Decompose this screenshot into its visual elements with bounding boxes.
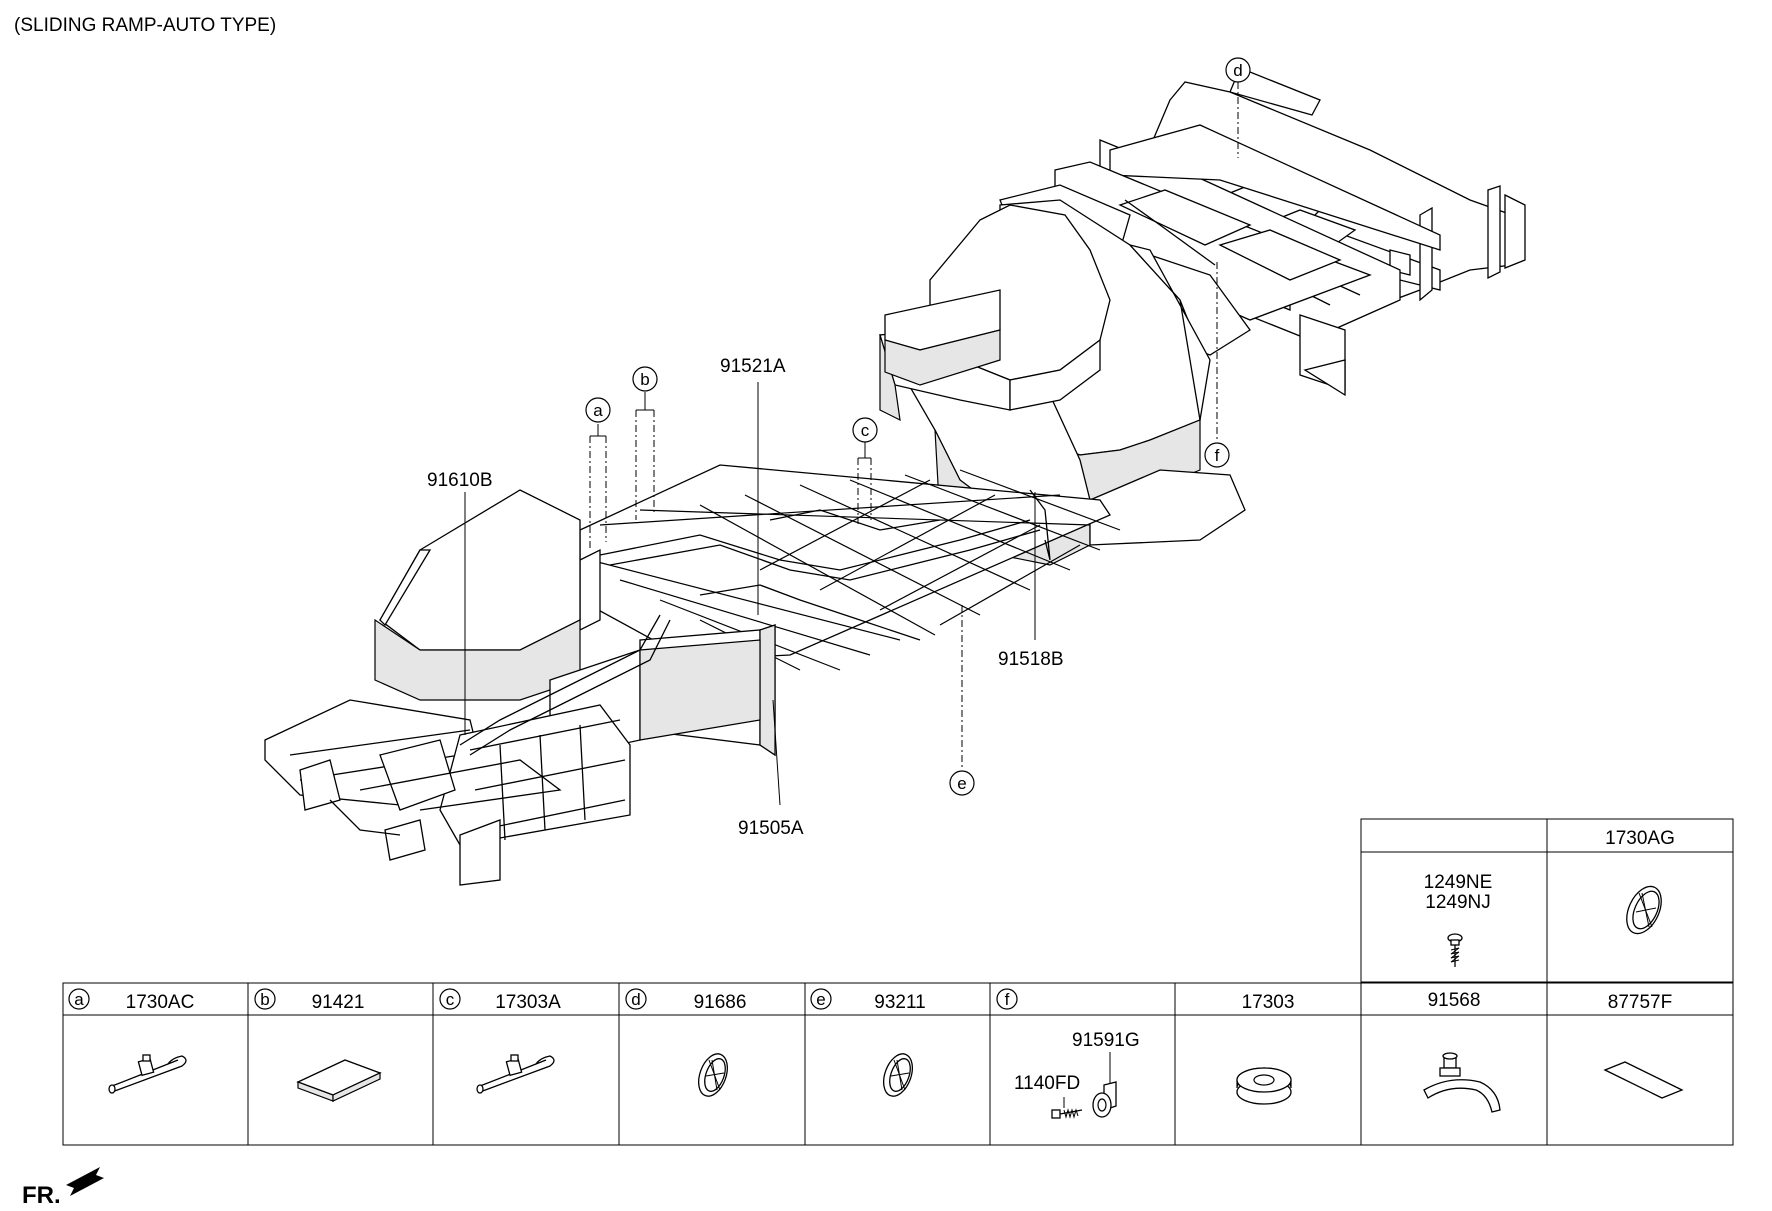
svg-text:91686: 91686	[694, 992, 747, 1013]
marker-c: c	[852, 417, 878, 443]
parts-table-header-b: b 91421	[254, 988, 365, 1013]
front-indicator: FR.	[22, 1167, 104, 1209]
vehicle-floor-illustration	[264, 67, 1526, 886]
part-1249NE: 1249NE	[1424, 872, 1493, 893]
parts-table-header-91568: 91568	[1428, 990, 1481, 1011]
svg-text:c: c	[861, 421, 870, 440]
part-91591G: 91591G	[1072, 1030, 1140, 1051]
svg-text:1730AC: 1730AC	[126, 992, 195, 1013]
upper-parts-table: 1730AG 1249NE 1249NJ	[1360, 818, 1734, 983]
svg-text:91421: 91421	[312, 992, 365, 1013]
screw-icon	[1447, 933, 1463, 967]
front-subframe	[469, 719, 626, 841]
part-1249NJ: 1249NJ	[1425, 892, 1491, 913]
marker-b: b	[632, 366, 658, 392]
marker-a: a	[585, 397, 611, 423]
svg-text:e: e	[816, 990, 825, 1009]
marker-f: f	[1204, 442, 1230, 468]
wiring-harness	[459, 199, 1216, 756]
parts-table: a 1730AC b 91421 c 17303A d 91686 e 9321…	[62, 982, 1734, 1146]
washer-icon	[1236, 1067, 1292, 1105]
callout-91505A: 91505A	[738, 818, 804, 839]
svg-text:d: d	[631, 990, 640, 1009]
svg-text:d: d	[1233, 61, 1242, 80]
svg-text:f: f	[1005, 990, 1010, 1009]
svg-text:b: b	[260, 990, 269, 1009]
parts-table-header-f: f	[996, 988, 1018, 1010]
parts-table-header-c: c 17303A	[439, 988, 561, 1013]
clamp-bolt-icon: 91591G 1140FD	[1014, 1030, 1140, 1119]
pad-icon	[296, 1059, 382, 1102]
diagram-title: (SLIDING RAMP-AUTO TYPE)	[14, 15, 276, 36]
grommet-icon	[1626, 885, 1662, 935]
svg-text:a: a	[593, 401, 603, 420]
grommet-icon	[698, 1053, 728, 1097]
svg-text:f: f	[1215, 446, 1220, 465]
svg-text:c: c	[446, 990, 455, 1009]
cable-tie-icon	[476, 1054, 555, 1094]
svg-text:e: e	[957, 774, 966, 793]
cable-tie-icon	[108, 1054, 187, 1094]
floor-grid-lines	[589, 469, 1121, 671]
upper-col2-header: 1730AG	[1605, 828, 1675, 849]
marker-e: e	[949, 770, 975, 796]
front-label: FR.	[22, 1182, 61, 1209]
callout-91518B: 91518B	[998, 649, 1064, 670]
parts-table-header-87757F: 87757F	[1608, 992, 1672, 1013]
tape-icon	[1603, 1061, 1684, 1099]
callout-91610B: 91610B	[427, 470, 493, 491]
svg-text:17303A: 17303A	[495, 992, 561, 1013]
callout-91521A: 91521A	[720, 356, 786, 377]
svg-text:a: a	[74, 990, 84, 1009]
parts-table-header-d: d 91686	[625, 988, 747, 1013]
parts-table-header-17303: 17303	[1242, 992, 1295, 1013]
svg-text:93211: 93211	[874, 992, 925, 1013]
part-1140FD: 1140FD	[1014, 1073, 1080, 1094]
marker-d: d	[1225, 57, 1251, 83]
front-arrow-icon	[66, 1167, 104, 1196]
parts-table-header-e: e 93211	[810, 988, 926, 1013]
clip-icon	[1423, 1052, 1501, 1113]
svg-text:b: b	[640, 370, 649, 389]
grommet-icon	[883, 1053, 913, 1097]
parts-table-header-a: a 1730AC	[68, 988, 195, 1013]
callout-leaders	[464, 82, 1239, 806]
